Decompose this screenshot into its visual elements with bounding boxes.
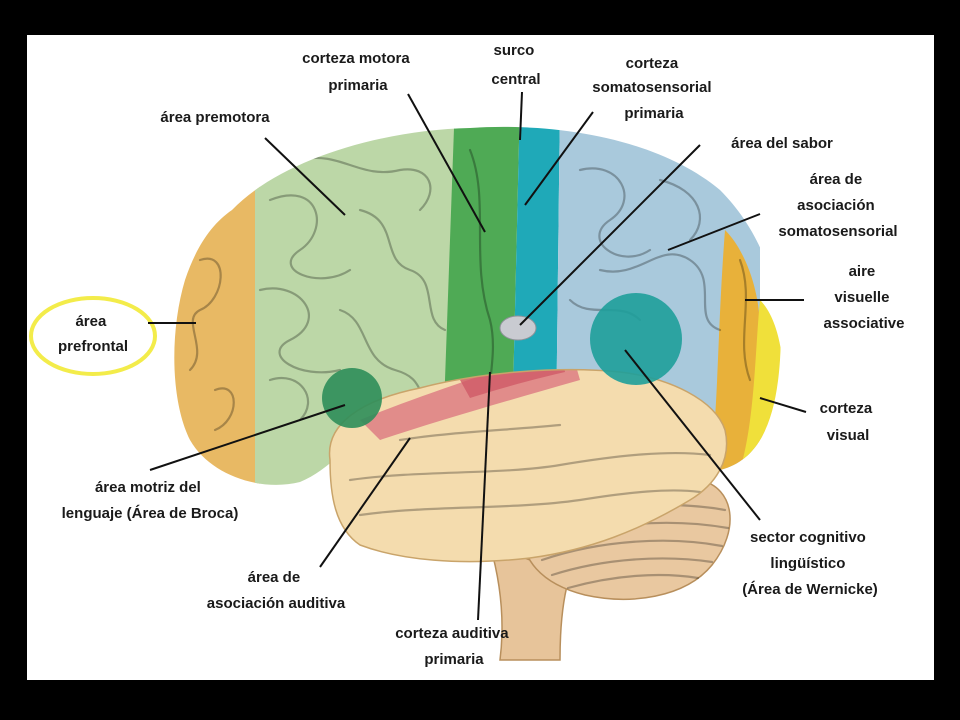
label-aire-visuelle: aire visuelle associative — [824, 263, 905, 332]
label-broca: área motriz del lenguaje (Área de Broca) — [62, 479, 239, 522]
label-wernicke: sector cognitivo lingüístico (Área de We… — [742, 529, 878, 598]
label-surco-central: surco central — [491, 42, 540, 88]
label-corteza-somatosensorial: corteza somatosensorial primaria — [592, 55, 715, 122]
label-corteza-visual: corteza visual — [820, 400, 877, 444]
leader-lines — [148, 91, 807, 621]
label-asociacion-somatosensorial: área de asociación somatosensorial — [778, 171, 897, 240]
diagram-frame: corteza motora primaria surco central co… — [27, 35, 934, 680]
prefrontal-region — [174, 126, 260, 485]
label-area-sabor: área del sabor — [731, 135, 833, 152]
wernicke-area — [590, 293, 682, 385]
broca-area — [322, 368, 382, 428]
label-asociacion-auditiva: área de asociación auditiva — [207, 569, 346, 612]
label-area-prefrontal: área prefrontal — [58, 313, 128, 355]
brain-diagram: corteza motora primaria surco central co… — [29, 42, 905, 668]
highlight-ring — [29, 296, 157, 376]
label-area-premotora: área premotora — [160, 109, 270, 126]
label-corteza-auditiva: corteza auditiva primaria — [395, 625, 513, 668]
label-corteza-motora: corteza motora primaria — [302, 50, 414, 94]
taste-area — [499, 315, 537, 341]
